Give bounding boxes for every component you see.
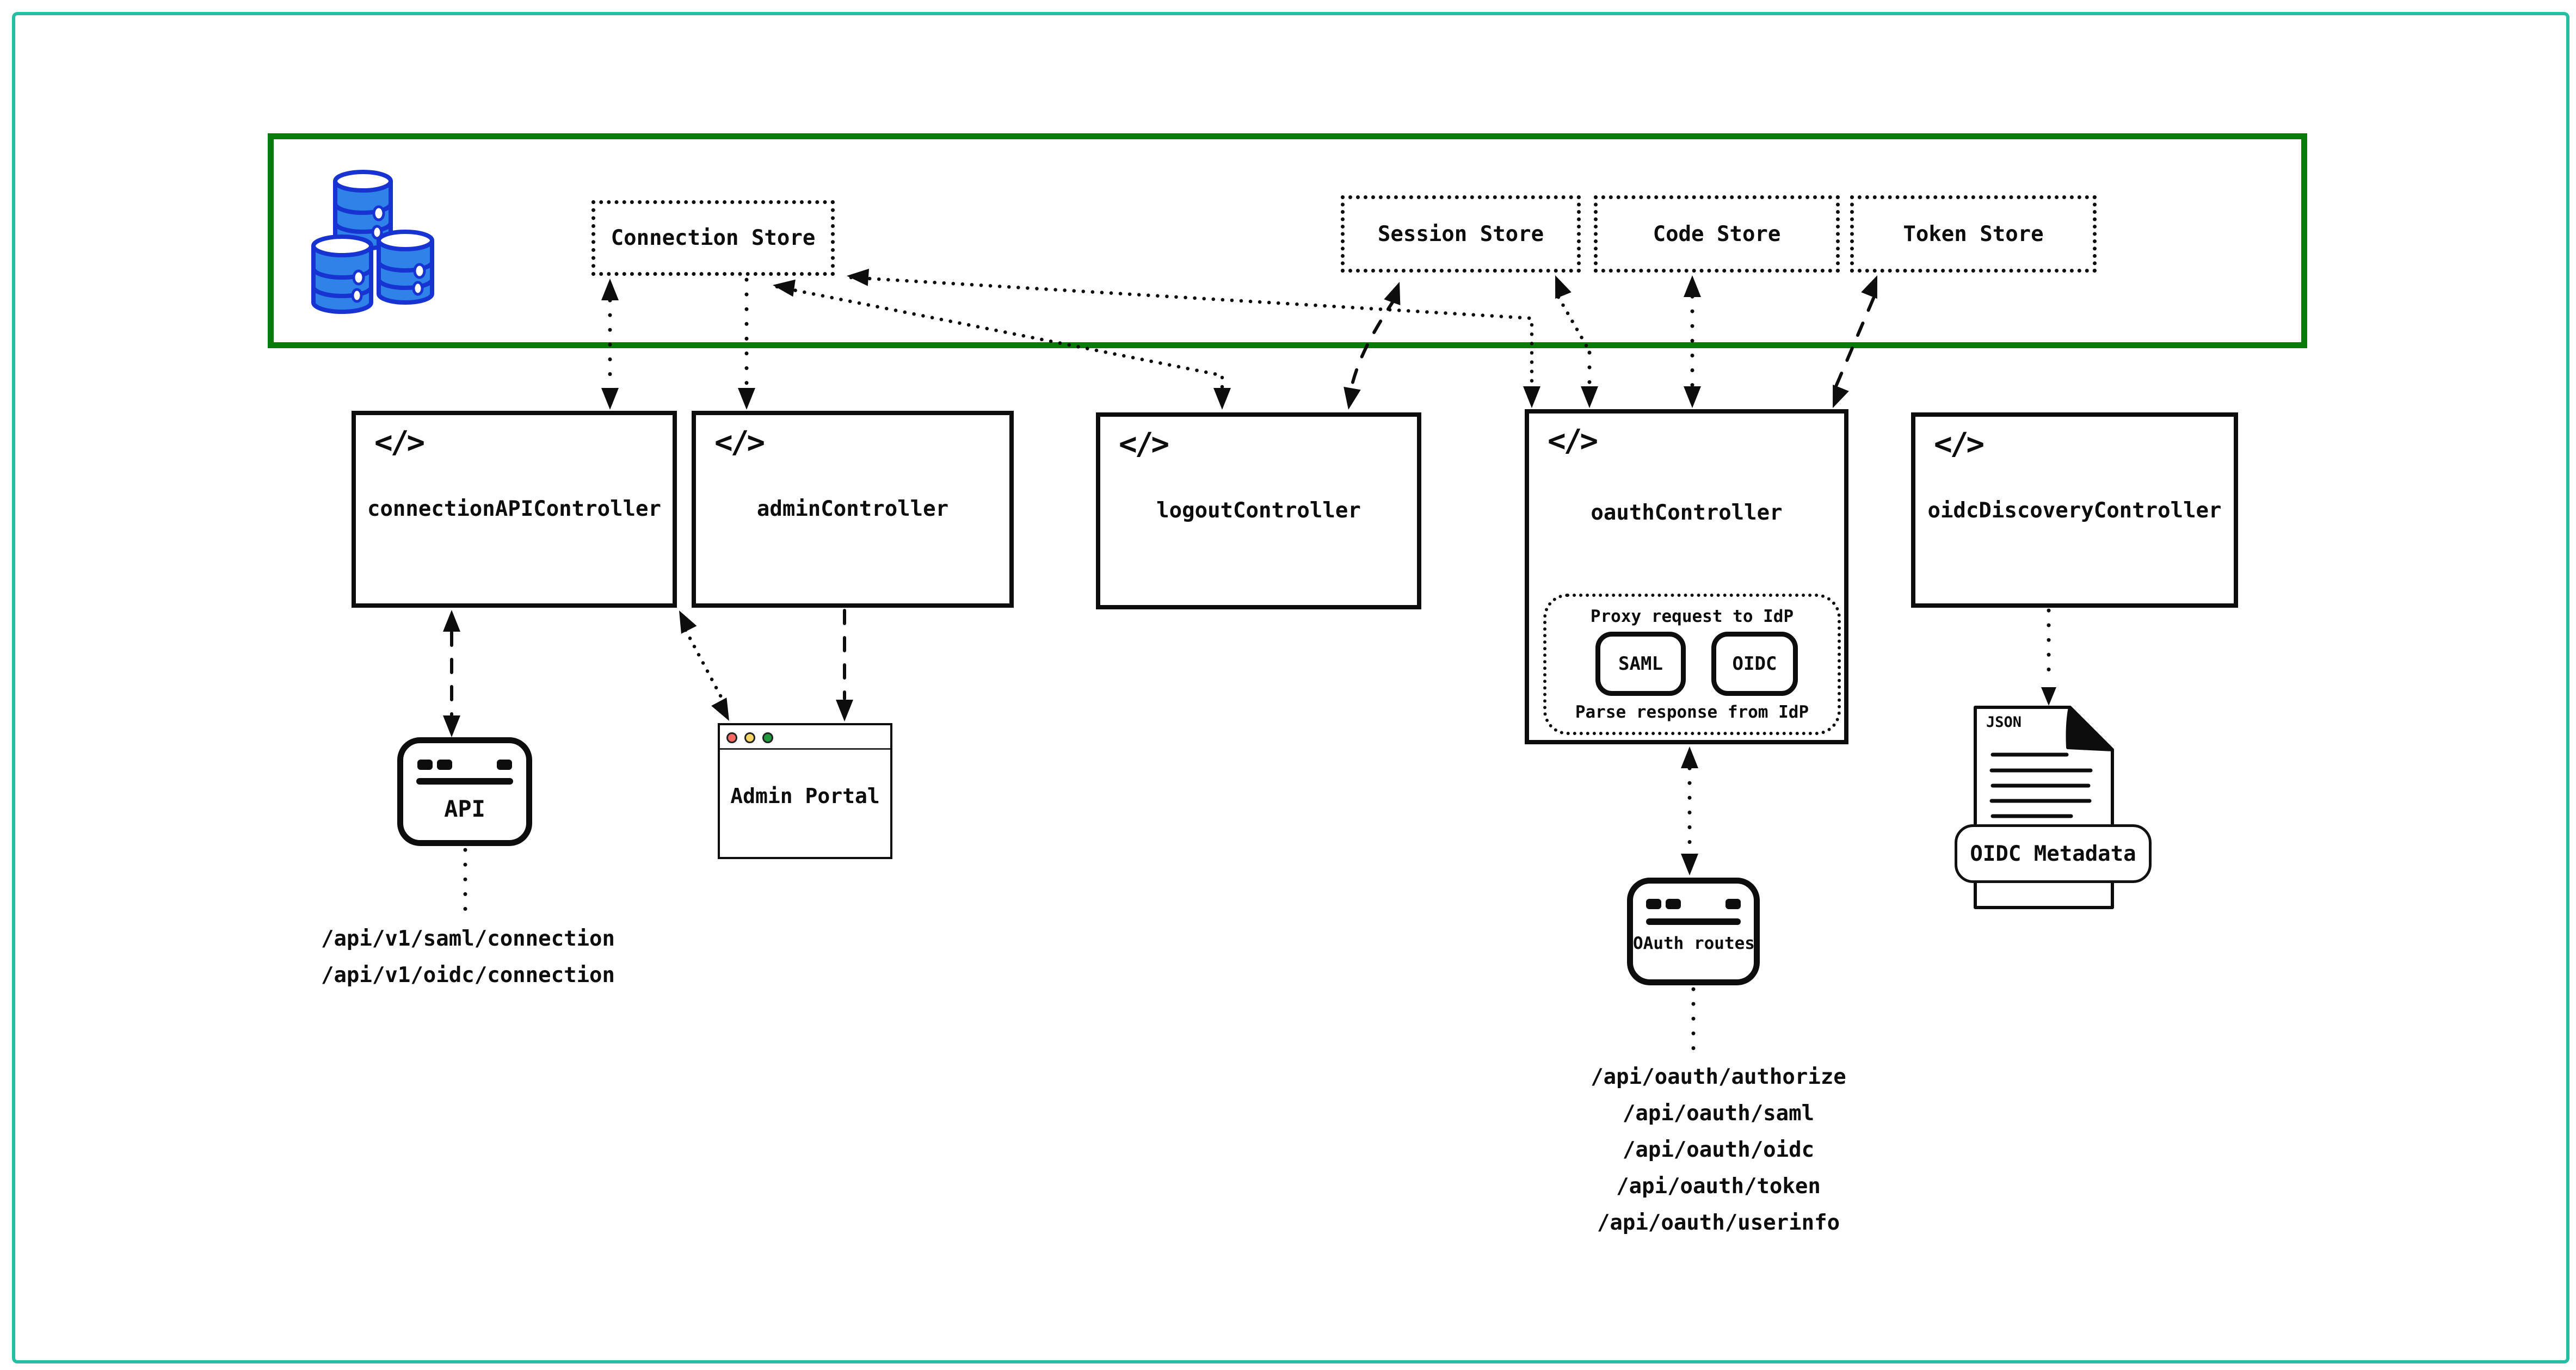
code-icon: </> bbox=[714, 425, 765, 460]
window-dot-icon bbox=[417, 760, 433, 770]
connection-store-box: Connection Store bbox=[591, 200, 835, 276]
controller-oauth: </> oauthController Proxy request to IdP… bbox=[1525, 409, 1848, 744]
idp-parse-response-label: Parse response from IdP bbox=[1575, 702, 1809, 722]
controller-logout: </> logoutController bbox=[1096, 412, 1421, 609]
code-store-box: Code Store bbox=[1594, 195, 1840, 273]
saml-chip: SAML bbox=[1595, 632, 1686, 696]
oauth-routes-window: OAuth routes bbox=[1627, 878, 1760, 985]
window-titlebar-divider bbox=[720, 748, 890, 750]
controller-admin: </> adminController bbox=[692, 411, 1014, 608]
controller-label: oauthController bbox=[1591, 501, 1783, 525]
controller-label: oidcDiscoveryController bbox=[1927, 498, 2222, 523]
admin-portal-label: Admin Portal bbox=[730, 784, 880, 808]
window-dot-icon bbox=[1646, 899, 1661, 909]
route-item: /api/oauth/saml bbox=[1622, 1101, 1815, 1126]
window-dot-icon bbox=[497, 760, 512, 770]
oidc-chip: OIDC bbox=[1711, 632, 1798, 696]
oauth-route-list: /api/oauth/authorize /api/oauth/saml /ap… bbox=[1555, 1059, 1882, 1241]
store-label: Session Store bbox=[1377, 221, 1544, 246]
window-dot-icon bbox=[1725, 899, 1741, 909]
controller-label: logoutController bbox=[1156, 498, 1361, 523]
route-item: /api/oauth/oidc bbox=[1622, 1138, 1815, 1162]
controller-label: connectionAPIController bbox=[367, 497, 662, 521]
controller-oidc-discovery: </> oidcDiscoveryController bbox=[1911, 412, 2238, 608]
close-icon bbox=[726, 732, 737, 743]
json-file-type-label: JSON bbox=[1986, 714, 2022, 731]
store-label: Code Store bbox=[1653, 221, 1781, 246]
route-item: /api/oauth/authorize bbox=[1591, 1065, 1846, 1089]
api-window: API bbox=[397, 737, 532, 846]
maximize-icon bbox=[762, 732, 773, 743]
route-item: /api/oauth/userinfo bbox=[1597, 1211, 1840, 1235]
window-dot-icon bbox=[1666, 899, 1681, 909]
route-item: /api/v1/oidc/connection bbox=[321, 963, 615, 988]
window-toolbar bbox=[1646, 918, 1741, 925]
route-item: /api/oauth/token bbox=[1616, 1174, 1821, 1199]
window-dot-icon bbox=[437, 760, 452, 770]
session-store-box: Session Store bbox=[1341, 195, 1581, 273]
oidc-metadata-label: OIDC Metadata bbox=[1970, 841, 2136, 866]
token-store-box: Token Store bbox=[1850, 195, 2097, 273]
code-icon: </> bbox=[1934, 427, 1985, 462]
store-label: Token Store bbox=[1903, 221, 2044, 246]
document-text-lines bbox=[1989, 752, 2093, 818]
oidc-metadata-banner: OIDC Metadata bbox=[1955, 824, 2152, 883]
minimize-icon bbox=[744, 732, 755, 743]
page-border bbox=[12, 12, 2569, 1363]
admin-portal-window: Admin Portal bbox=[718, 723, 892, 859]
store-label: Connection Store bbox=[611, 226, 816, 250]
route-item: /api/v1/saml/connection bbox=[321, 927, 615, 951]
idp-proxy-box: Proxy request to IdP SAML OIDC Parse res… bbox=[1543, 594, 1841, 735]
controller-label: adminController bbox=[756, 497, 949, 521]
idp-proxy-request-label: Proxy request to IdP bbox=[1590, 607, 1794, 626]
oauth-routes-label: OAuth routes bbox=[1633, 934, 1755, 953]
code-icon: </> bbox=[374, 425, 425, 460]
database-cylinders bbox=[311, 170, 434, 314]
api-label: API bbox=[444, 795, 485, 822]
controller-connection-api: </> connectionAPIController bbox=[352, 411, 677, 608]
api-route-list: /api/v1/saml/connection /api/v1/oidc/con… bbox=[305, 921, 631, 993]
code-icon: </> bbox=[1548, 423, 1598, 459]
window-toolbar bbox=[416, 778, 513, 785]
code-icon: </> bbox=[1119, 427, 1169, 462]
